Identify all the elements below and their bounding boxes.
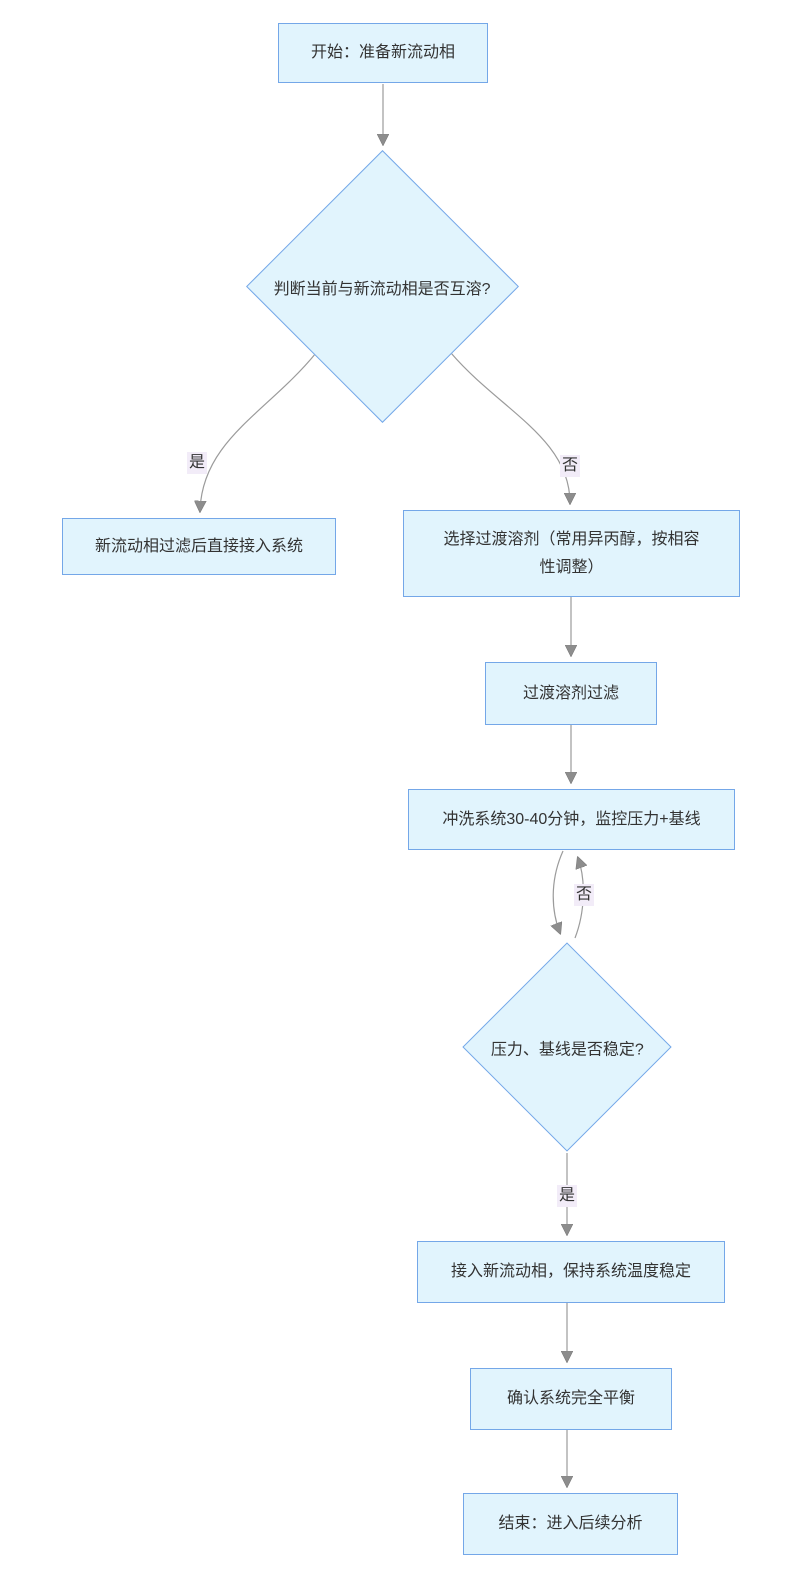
- edge-label-miscible-yes: 是: [186, 452, 208, 474]
- edge-label-miscible-no: 否: [559, 455, 581, 477]
- node-direct-connect: 新流动相过滤后直接接入系统: [62, 518, 336, 575]
- node-decision-miscible-label: 判断当前与新流动相是否互溶?: [274, 280, 491, 298]
- edge-label-stable-no: 否: [573, 884, 595, 906]
- node-transition-solvent: 选择过渡溶剂（常用异丙醇，按相容性调整）: [403, 510, 740, 597]
- node-decision-stable-label: 压力、基线是否稳定?: [490, 1041, 644, 1058]
- node-start-label: 开始：准备新流动相: [310, 44, 455, 61]
- node-filter-transition-label: 过渡溶剂过滤: [522, 684, 619, 702]
- node-transition-solvent-label: 选择过渡溶剂（常用异丙醇，按相容性调整）: [443, 530, 700, 576]
- edge-decision1-no: [450, 352, 570, 503]
- node-flush-system: 冲洗系统30-40分钟，监控压力+基线: [408, 789, 735, 850]
- node-direct-connect-label: 新流动相过滤后直接接入系统: [94, 537, 303, 555]
- edge-decision1-yes: [200, 352, 317, 511]
- node-decision-miscible: 判断当前与新流动相是否互溶?: [246, 150, 519, 423]
- node-connect-new-label: 接入新流动相，保持系统温度稳定: [450, 1263, 691, 1280]
- node-end-label: 结束：进入后续分析: [498, 1515, 643, 1532]
- edge-label-stable-yes: 是: [556, 1185, 578, 1207]
- node-decision-stable: 压力、基线是否稳定?: [462, 942, 672, 1152]
- node-confirm-equilibrium-label: 确认系统完全平衡: [506, 1390, 635, 1407]
- node-filter-transition: 过渡溶剂过滤: [485, 662, 657, 725]
- node-start: 开始：准备新流动相: [278, 23, 488, 83]
- node-connect-new: 接入新流动相，保持系统温度稳定: [417, 1241, 725, 1303]
- edge-flush-to-decision2: [553, 850, 564, 933]
- node-end: 结束：进入后续分析: [463, 1493, 678, 1555]
- node-flush-system-label: 冲洗系统30-40分钟，监控压力+基线: [442, 810, 701, 828]
- node-confirm-equilibrium: 确认系统完全平衡: [470, 1368, 672, 1430]
